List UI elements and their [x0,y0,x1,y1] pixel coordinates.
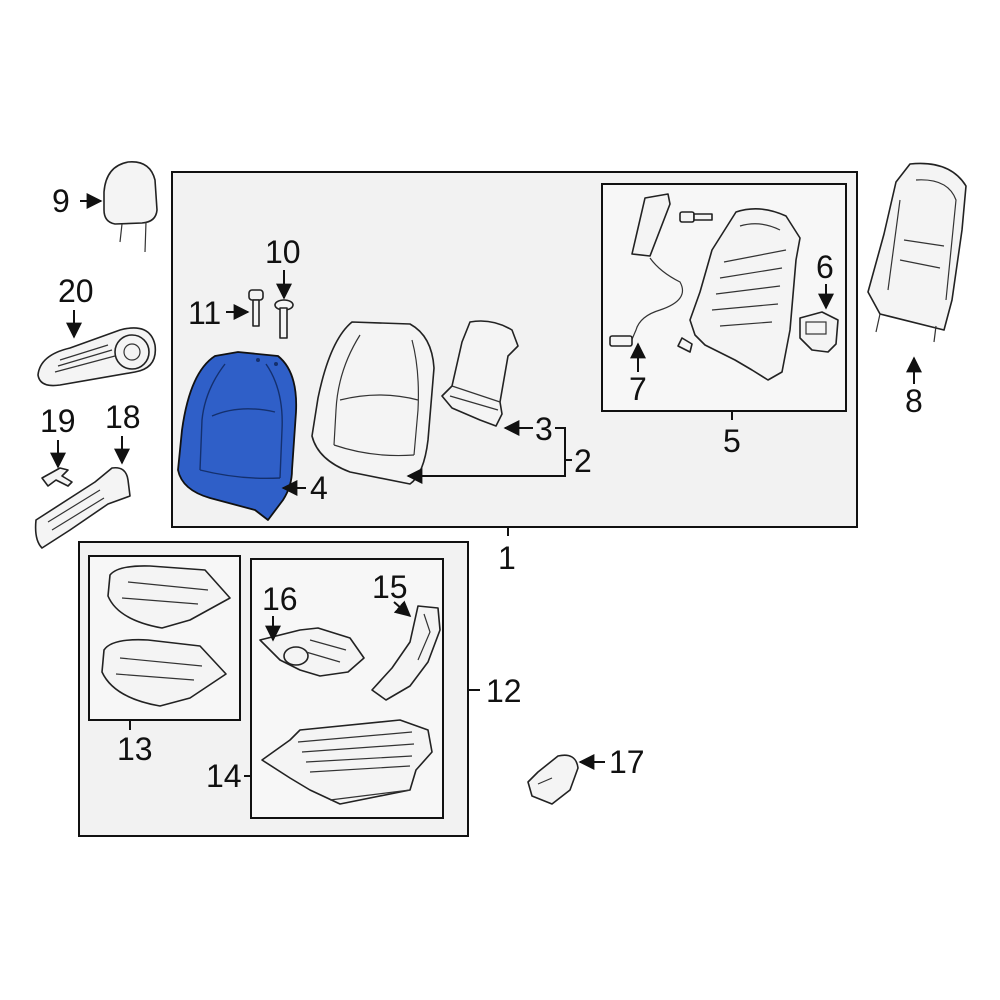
side-trim-part[interactable] [34,466,131,549]
cushion-pad-part[interactable] [101,638,227,707]
callout-19: 19 [40,403,76,439]
headrest-part[interactable] [103,161,158,253]
seatback-panel-part[interactable] [867,162,967,343]
screw-part[interactable] [274,299,294,339]
leader-lines [50,193,922,777]
seatback-pad-part[interactable] [311,321,435,485]
recliner-handle-part[interactable] [37,327,157,387]
callout-2: 2 [574,443,592,479]
adjuster-motor-part[interactable] [259,627,365,677]
callout-10: 10 [265,234,301,270]
seatback-cover-part[interactable] [177,351,298,521]
callout-11: 11 [188,295,221,331]
clip-part[interactable] [41,467,73,487]
callout-20: 20 [58,273,94,309]
callout-3: 3 [535,411,553,447]
frame-bolt-part[interactable] [679,211,713,223]
callout-labels: 9 20 19 18 11 10 4 3 2 5 6 7 8 1 12 13 1… [40,183,923,794]
cushion-frame-part[interactable] [261,719,433,805]
callout-18: 18 [105,399,141,435]
bolt-part[interactable] [248,289,264,327]
cushion-cover-part[interactable] [107,565,231,629]
heater-element-part[interactable] [441,320,519,427]
callout-12: 12 [486,673,522,709]
callout-15: 15 [372,569,408,605]
callout-16: 16 [262,581,298,617]
side-shield-part[interactable] [371,605,441,701]
callout-7: 7 [629,371,647,407]
callout-1: 1 [498,540,516,576]
callout-13: 13 [117,731,153,767]
airbag-module-part[interactable] [609,193,684,347]
seatback-frame-part[interactable] [677,208,801,381]
connector-part[interactable] [799,311,839,353]
callout-5: 5 [723,423,741,459]
callout-9: 9 [52,183,70,219]
callout-8: 8 [905,383,923,419]
callout-17: 17 [609,744,645,780]
cover-cap-part[interactable] [527,754,579,805]
callout-14: 14 [206,758,242,794]
callout-4: 4 [310,470,328,506]
callout-6: 6 [816,249,834,285]
